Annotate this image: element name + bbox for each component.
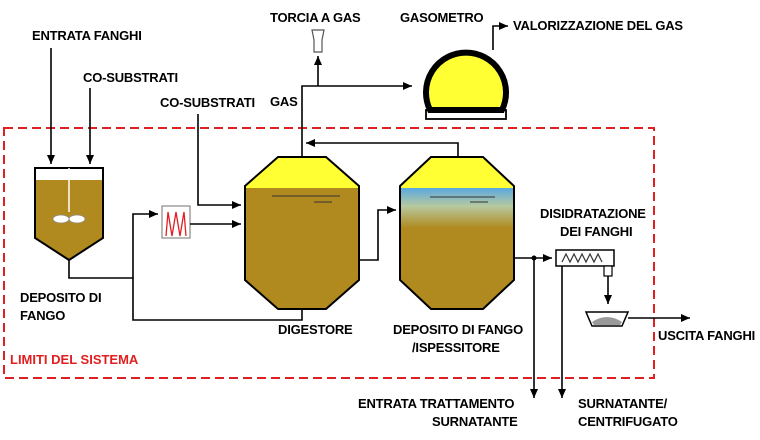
ispessitore-label-2: /ISPESSITORE (412, 340, 500, 355)
gas-torch-icon (311, 29, 325, 53)
heat-exchanger (161, 205, 191, 239)
disidratazione-label-1: DISIDRATAZIONE (540, 206, 646, 221)
valorizzazione-label: VALORIZZAZIONE DEL GAS (513, 18, 683, 33)
gasometer (423, 49, 509, 120)
dewatering-centrifuge (555, 249, 615, 277)
gasometro-label: GASOMETRO (400, 10, 484, 25)
deposito-label-1: DEPOSITO DI (20, 290, 101, 305)
surnatante-label-2: CENTRIFUGATO (578, 414, 678, 429)
torcia-label: TORCIA A GAS (270, 10, 361, 25)
co-substrati-label-2: CO-SUBSTRATI (160, 95, 255, 110)
co-substrati-label-1: CO-SUBSTRATI (83, 70, 178, 85)
digester-tank (244, 156, 360, 310)
deposito-label-2: FANGO (20, 308, 65, 323)
system-boundary-label: LIMITI DEL SISTEMA (10, 352, 139, 367)
digestore-label: DIGESTORE (278, 322, 353, 337)
sludge-deposit-tank (34, 167, 104, 262)
entrata-trattamento-label-1: ENTRATA TRATTAMENTO (358, 396, 514, 411)
sludge-tray (584, 311, 630, 327)
entrata-trattamento-label-2: SURNATANTE (432, 414, 518, 429)
disidratazione-label-2: DEI FANGHI (560, 224, 632, 239)
thickener-tank (399, 156, 515, 310)
ispessitore-label-1: DEPOSITO DI FANGO (393, 322, 523, 337)
uscita-label: USCITA FANGHI (658, 328, 755, 343)
gas-label: GAS (270, 94, 298, 109)
entrata-fanghi-label: ENTRATA FANGHI (32, 28, 142, 43)
system-boundary (3, 127, 655, 379)
surnatante-label-1: SURNATANTE/ (578, 396, 668, 411)
